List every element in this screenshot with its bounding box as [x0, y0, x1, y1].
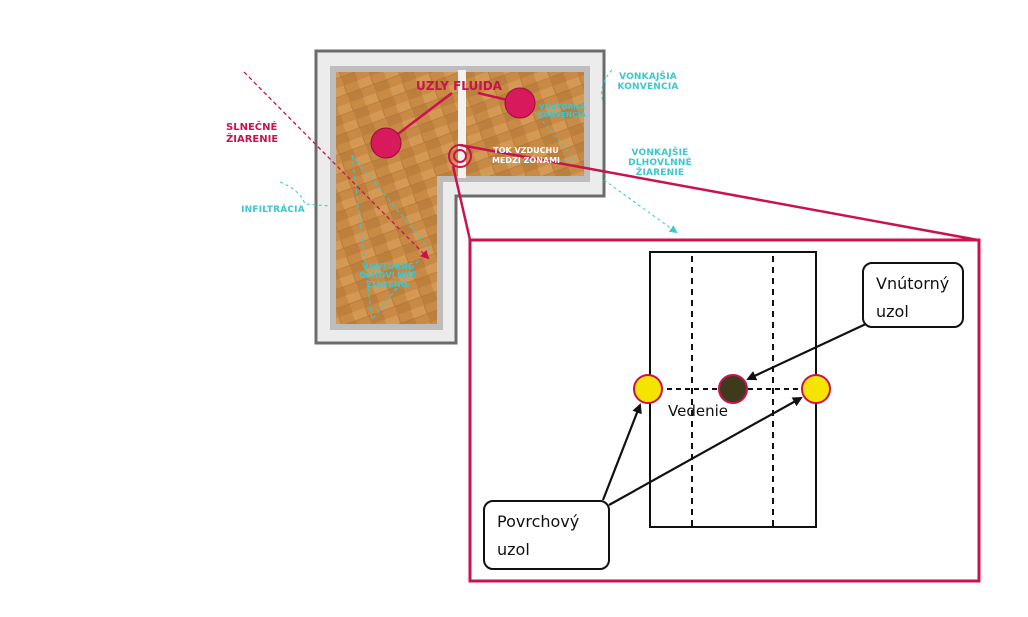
zoom-connector-top: [459, 143, 979, 242]
external-longwave-ray: [603, 179, 678, 234]
surface-node-arrow-right: [608, 397, 803, 506]
callout-internal-node-text: Vnútorný uzol: [876, 274, 950, 321]
callout-surface-node: Povrchový uzol: [483, 500, 610, 570]
partition-wall: [458, 70, 466, 178]
surface-node-arrow-left: [601, 403, 642, 501]
callout-internal-node: Vnútorný uzol: [862, 262, 964, 328]
zoom-target-ring-inner: [453, 149, 467, 163]
callout-surface-node-text: Povrchový uzol: [497, 512, 580, 559]
internal-convection-path: [490, 111, 577, 161]
infiltration-curve: [279, 181, 331, 207]
solar-ray: [243, 71, 430, 260]
surface-node-left: [633, 374, 663, 404]
floor-plan: [314, 49, 606, 345]
label-solar-radiation: SLNEČNÉ ŽIARENIE: [226, 122, 279, 145]
label-airflow: TOK VZDUCHU MEDZI ZÓNAMI: [491, 146, 561, 165]
fluid-node-left: [370, 127, 402, 159]
internal-node: [718, 374, 748, 404]
label-external-convection: VONKAJŠIA KONVENCIA: [617, 72, 679, 92]
label-infiltration: INFILTRÁCIA: [241, 205, 305, 215]
zone-left-floor: [336, 72, 458, 324]
label-fluid-nodes: UZLY FLUIDA: [416, 79, 502, 93]
label-internal-longwave: VNÚTORNÉ DLHOVLNNÉ ŽIARENIE: [359, 262, 417, 289]
zoom-connector-left: [451, 165, 472, 241]
label-conduction: Vedenie: [668, 402, 728, 420]
external-convection-curve: [601, 69, 613, 103]
fluid-node-right: [504, 87, 536, 119]
internal-longwave-path: [351, 154, 431, 322]
label-internal-convection: VNÚTORNÁ KONVENCIA: [538, 103, 586, 119]
label-external-longwave: VONKAJŠIE DLHOVLNNÉ ŽIARENIE: [628, 148, 692, 178]
surface-node-right: [801, 374, 831, 404]
internal-node-arrow: [746, 322, 869, 381]
